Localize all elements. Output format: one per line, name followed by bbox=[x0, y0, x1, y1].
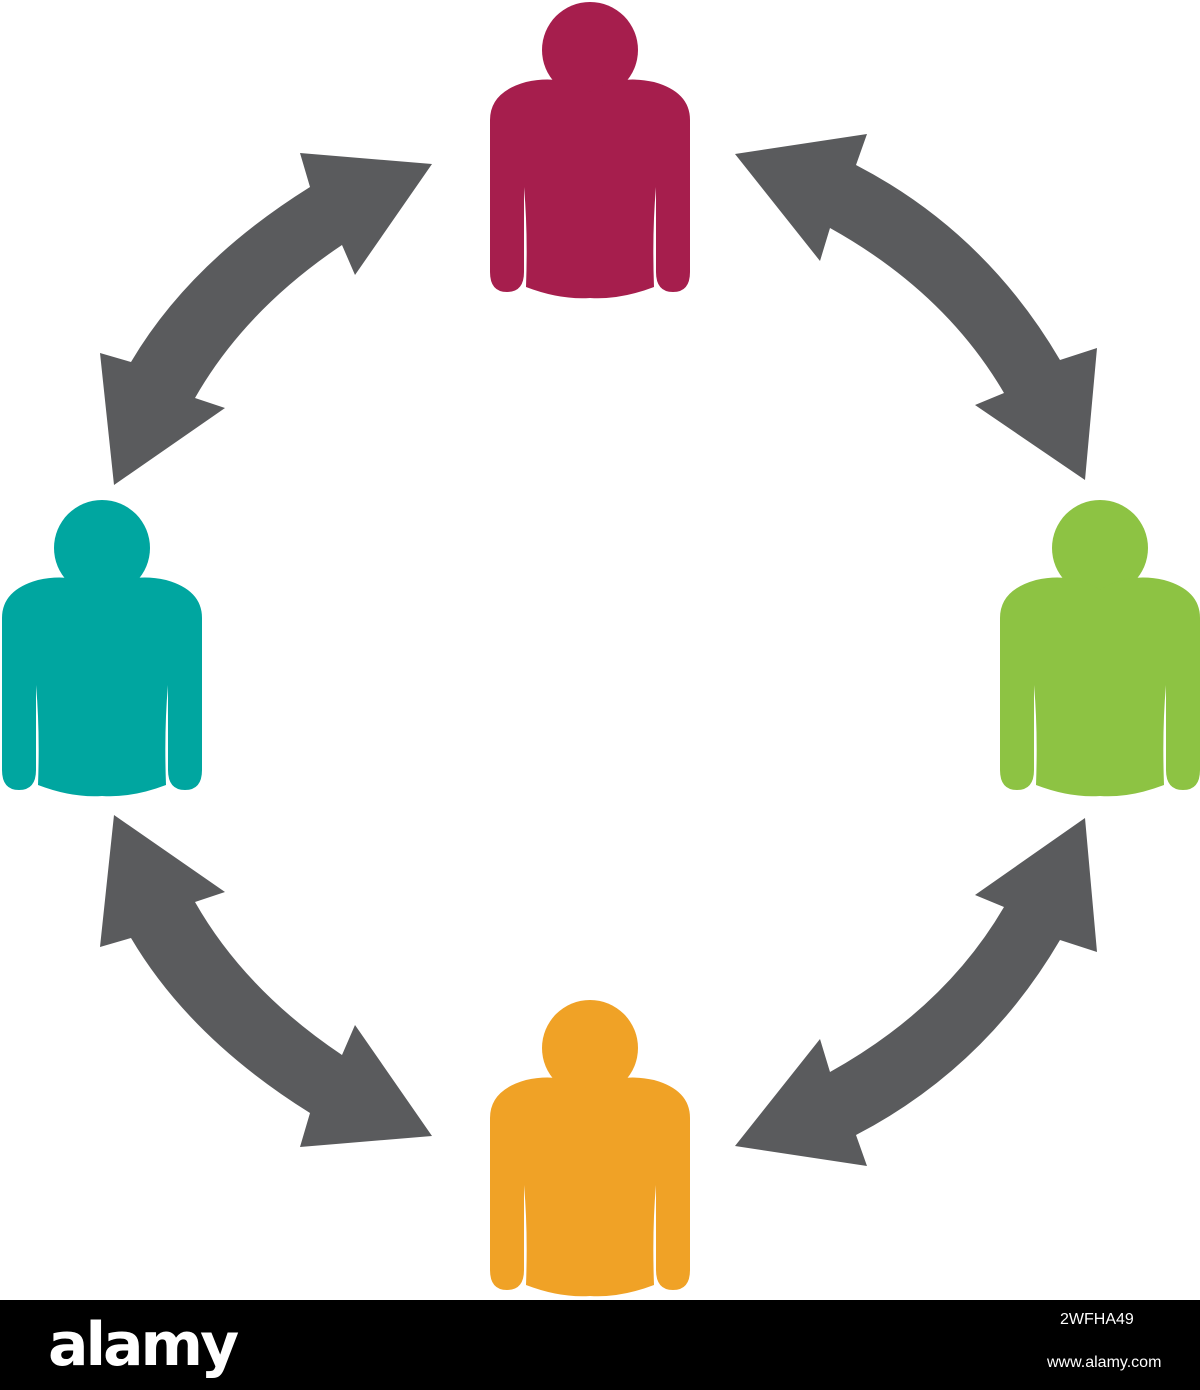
brand-logo: alamy bbox=[48, 1310, 239, 1380]
person-icon-right bbox=[1000, 500, 1200, 797]
watermark-footer: alamy 2WFHA49 www.alamy.com bbox=[0, 1300, 1200, 1390]
people-network-diagram bbox=[2, 2, 1200, 1297]
person-icon-left bbox=[2, 500, 202, 797]
person-icon-bottom bbox=[490, 1000, 690, 1297]
person-icon-top bbox=[490, 2, 690, 299]
double-arrow-right-bottom bbox=[735, 818, 1097, 1166]
double-arrow-top-left bbox=[100, 153, 432, 485]
double-arrow-left-bottom bbox=[100, 815, 432, 1147]
image-id-label: 2WFHA49 bbox=[1060, 1311, 1134, 1328]
site-url-label: www.alamy.com bbox=[1047, 1354, 1162, 1371]
double-arrow-top-right bbox=[735, 134, 1097, 480]
